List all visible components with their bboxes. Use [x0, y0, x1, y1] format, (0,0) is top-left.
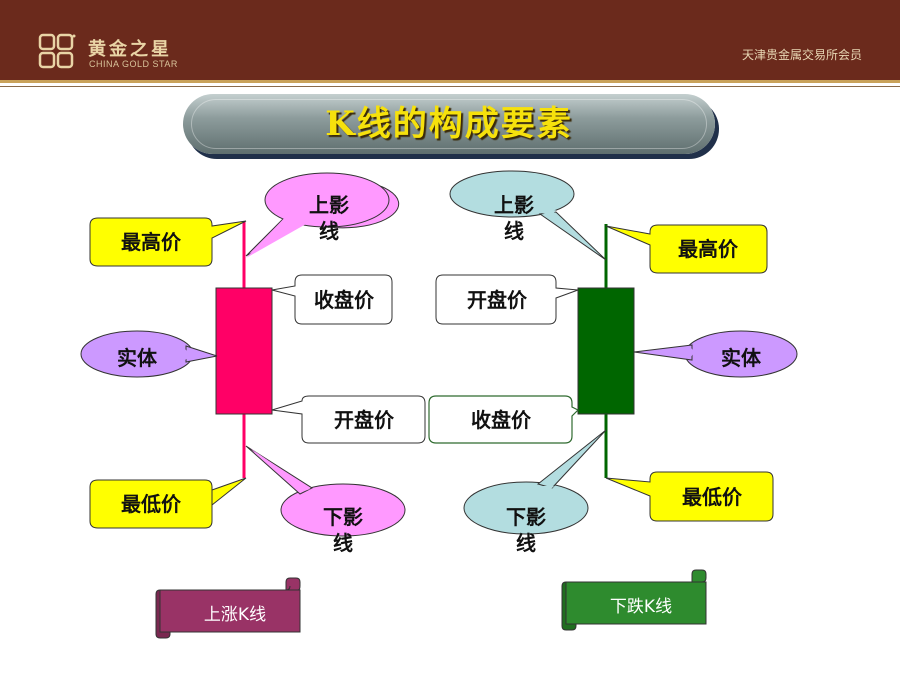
logo-english-name: CHINA GOLD STAR — [89, 59, 178, 69]
falling-upper-shadow-label: 上影线 — [494, 193, 534, 243]
header-member-text: 天津贵金属交易所会员 — [741, 48, 862, 62]
falling-caption-ribbon — [561, 569, 707, 631]
rising-lower-shadow-label: 下影线 — [323, 505, 363, 555]
logo-icon — [38, 33, 76, 69]
header-divider — [0, 80, 900, 83]
rising-close-callout — [271, 274, 393, 325]
header-divider-thin — [0, 86, 900, 87]
falling-low-label: 最低价 — [682, 485, 742, 509]
falling-caption: 下跌K线 — [609, 597, 673, 617]
rising-high-callout — [89, 217, 247, 267]
header-bar — [0, 0, 900, 80]
falling-open-label: 开盘价 — [467, 288, 527, 312]
falling-lower-shadow-bubble — [463, 481, 589, 535]
rising-close-label: 收盘价 — [314, 288, 374, 312]
rising-lower-shadow-bubble — [280, 483, 406, 537]
rising-upper-shadow-label: 上影线 — [309, 193, 349, 243]
falling-low-callout — [605, 471, 774, 522]
falling-close-callout — [428, 395, 580, 444]
rising-candle-body — [215, 287, 273, 415]
falling-close-label: 收盘价 — [471, 408, 531, 432]
rising-high-label: 最高价 — [121, 230, 181, 254]
rising-caption: 上涨K线 — [203, 605, 267, 625]
falling-candle-body — [577, 287, 635, 415]
rising-low-callout — [89, 479, 213, 529]
falling-high-label: 最高价 — [678, 237, 738, 261]
falling-lower-shadow-label: 下影线 — [506, 505, 546, 555]
falling-high-callout — [605, 224, 768, 274]
falling-upper-shadow-bubble — [449, 170, 575, 218]
rising-open-label: 开盘价 — [334, 408, 394, 432]
falling-open-callout — [435, 274, 579, 325]
falling-body-label: 实体 — [721, 346, 761, 370]
rising-open-callout — [271, 395, 426, 444]
rising-caption-ribbon — [155, 577, 301, 639]
page-title: K线的构成要素 — [325, 104, 573, 144]
title-banner: K线的构成要素 — [183, 94, 715, 154]
rising-low-label: 最低价 — [121, 492, 181, 516]
logo-chinese-name: 黄金之星 — [88, 39, 172, 60]
rising-body-label: 实体 — [117, 346, 157, 370]
